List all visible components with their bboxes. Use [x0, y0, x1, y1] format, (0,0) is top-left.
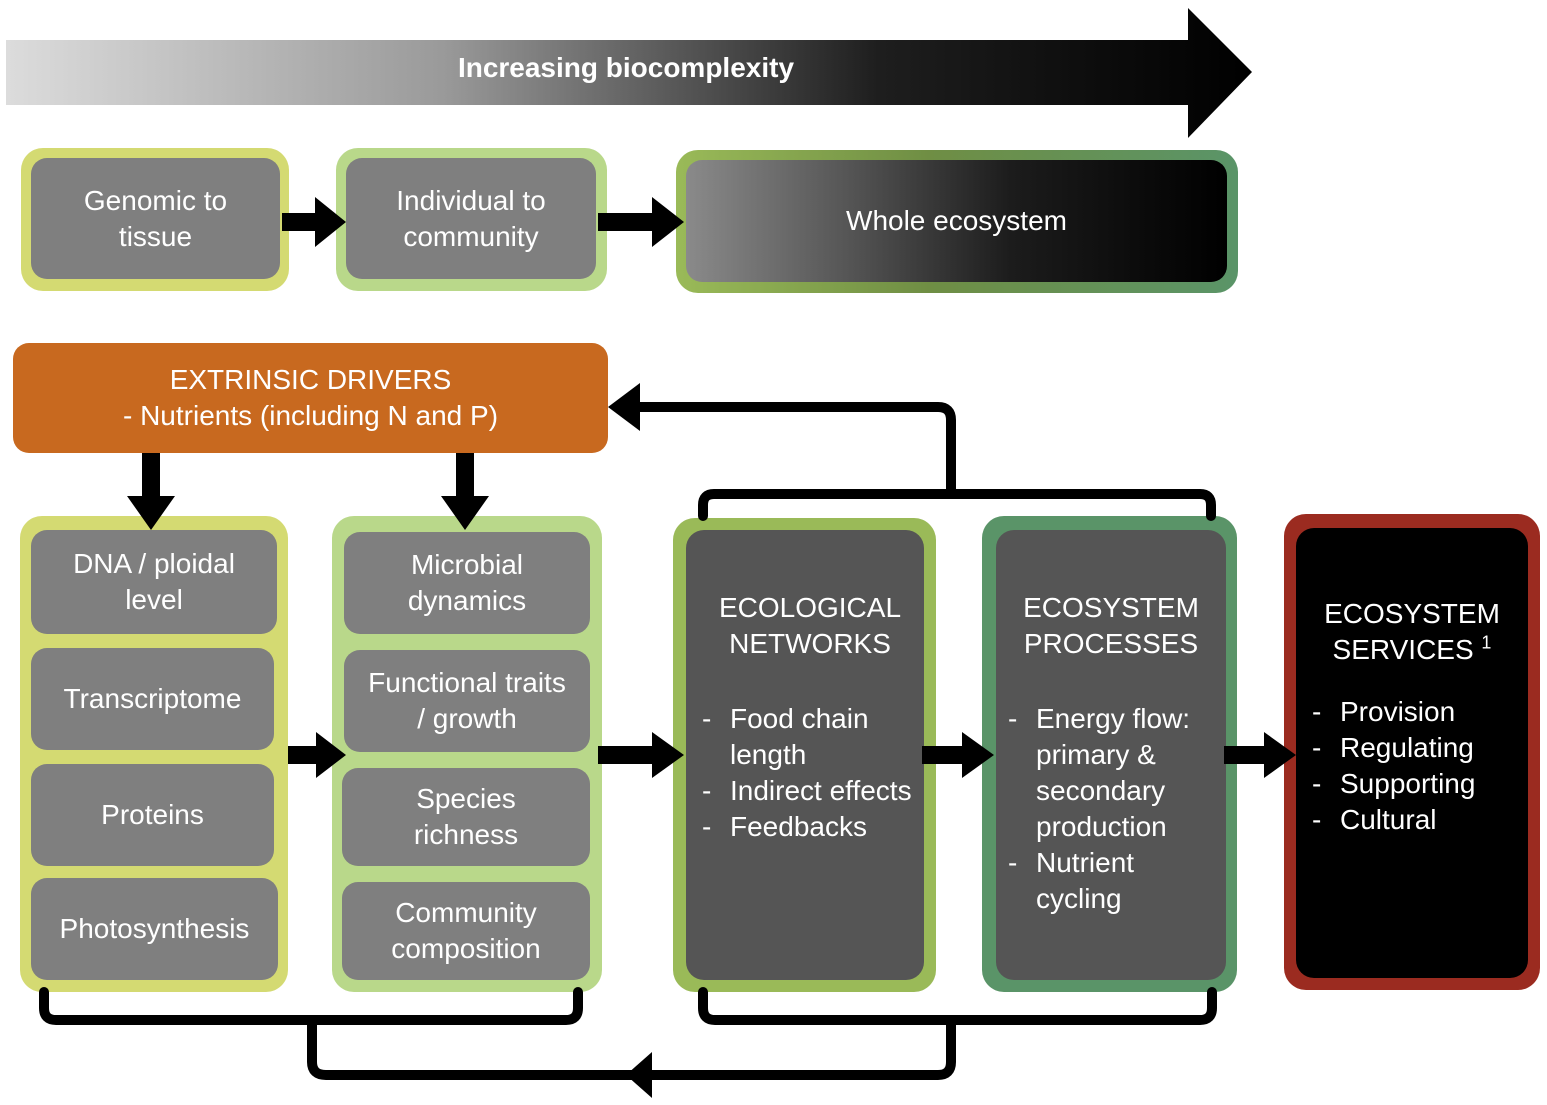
bottom-feedback-return — [307, 1015, 653, 1080]
services-item-supporting: Supporting — [1306, 766, 1524, 802]
ecosystem-scale-box: Whole ecosystem — [686, 160, 1227, 282]
top-feedback-path — [631, 402, 956, 499]
bottom-right-bracket — [698, 987, 1217, 1025]
networks-item-indirect: Indirect effects — [696, 773, 918, 809]
networks-item-feedbacks: Feedbacks — [696, 809, 918, 845]
services-item-cultural: Cultural — [1306, 802, 1524, 838]
services-title-text: ECOSYSTEM SERVICES — [1324, 598, 1500, 665]
molecular-item-proteins: Proteins — [31, 764, 274, 866]
services-item-regulating: Regulating — [1306, 730, 1524, 766]
processes-title: ECOSYSTEM PROCESSES — [1023, 592, 1199, 659]
processes-item-nutrient: Nutrient cycling — [1002, 845, 1222, 917]
services-footnote: 1 — [1481, 632, 1492, 653]
services-box: ECOSYSTEM SERVICES 1 Provision Regulatin… — [1296, 528, 1528, 978]
arrow-genomic-to-individual — [282, 197, 346, 247]
arrow-feedback-to-drivers-head — [608, 383, 640, 431]
top-feedback-bracket — [698, 489, 1216, 521]
individual-scale-box: Individual to community — [346, 158, 596, 279]
arrow-community-to-networks — [598, 732, 684, 778]
molecular-item-photosynthesis: Photosynthesis — [31, 878, 278, 980]
community-item-microbial: Microbial dynamics — [344, 532, 590, 634]
extrinsic-drivers-subtitle: - Nutrients (including N and P) — [122, 400, 499, 431]
bottom-feedback-path — [643, 1015, 956, 1080]
services-title: ECOSYSTEM SERVICES 1 — [1296, 596, 1528, 668]
arrow-networks-to-processes — [922, 732, 994, 778]
community-item-composition: Community composition — [342, 882, 590, 980]
genomic-scale-box: Genomic to tissue — [31, 158, 280, 279]
extrinsic-drivers-box: EXTRINSIC DRIVERS - Nutrients (including… — [13, 343, 608, 453]
arrow-individual-to-ecosystem — [598, 197, 684, 247]
extrinsic-drivers-title: EXTRINSIC DRIVERS — [169, 364, 452, 395]
networks-item-food-chain: Food chain length — [696, 701, 918, 773]
molecular-item-dna: DNA / ploidal level — [31, 530, 277, 634]
processes-box: ECOSYSTEM PROCESSES Energy flow: primary… — [996, 530, 1226, 980]
community-item-functional: Functional traits / growth — [344, 650, 590, 752]
processes-item-energy: Energy flow: primary & secondary product… — [1002, 701, 1222, 845]
arrow-drivers-to-molecular — [127, 453, 175, 530]
networks-title: ECOLOGICAL NETWORKS — [718, 592, 902, 659]
biocomplexity-label: Increasing biocomplexity — [457, 52, 795, 83]
arrow-molecular-to-community — [288, 732, 346, 778]
services-item-provision: Provision — [1306, 694, 1524, 730]
networks-box: ECOLOGICAL NETWORKS Food chain length In… — [686, 530, 924, 980]
community-item-species: Species richness — [342, 768, 590, 866]
arrow-drivers-to-community — [441, 453, 489, 530]
arrow-processes-to-services — [1224, 732, 1296, 778]
molecular-item-transcriptome: Transcriptome — [31, 648, 274, 750]
